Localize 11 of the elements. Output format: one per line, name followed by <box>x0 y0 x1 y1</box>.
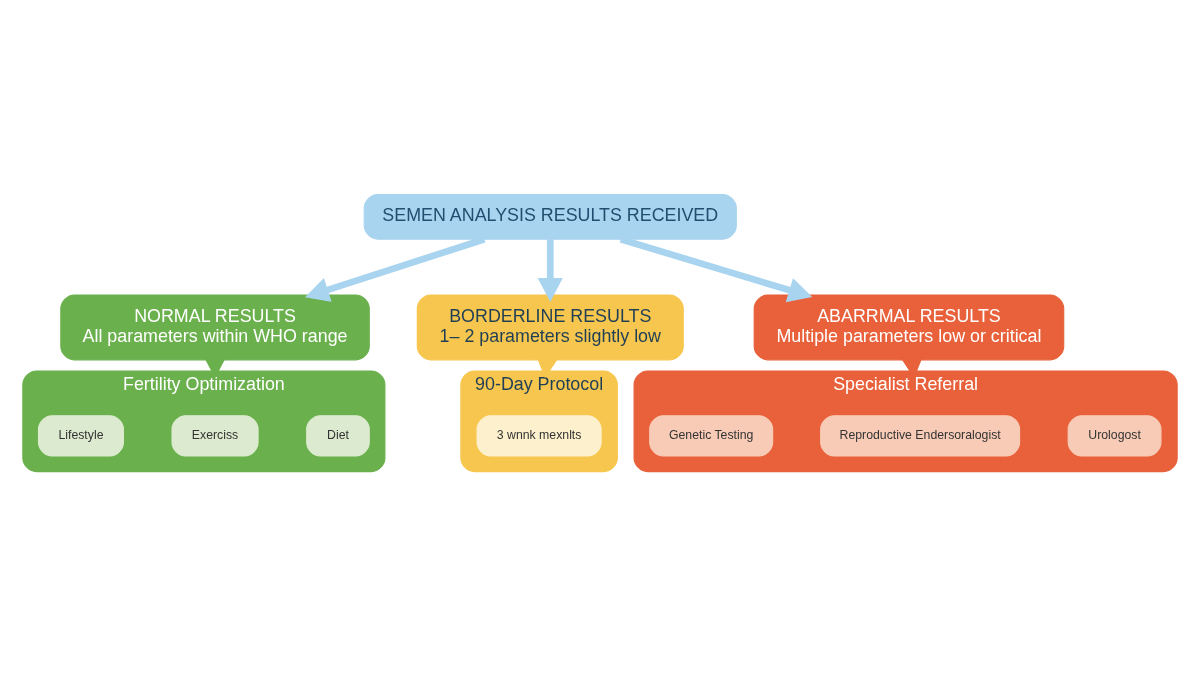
node-box: Lifestyle <box>37 415 124 457</box>
arrow <box>619 236 813 303</box>
node-box: Genetic Testing <box>649 415 774 457</box>
node-box: Reproductive Endersoralogist <box>820 415 1021 457</box>
node-box: Diet <box>306 415 370 457</box>
node-box: SEMEN ANALYSIS RESULTS RECEIVED <box>363 193 737 240</box>
arrow <box>305 236 486 302</box>
node-box: Exerciss <box>171 415 259 457</box>
node-box: 3 wnnk mexnlts <box>476 415 602 457</box>
node-box: Urologost <box>1067 415 1162 457</box>
arrow <box>537 239 563 302</box>
